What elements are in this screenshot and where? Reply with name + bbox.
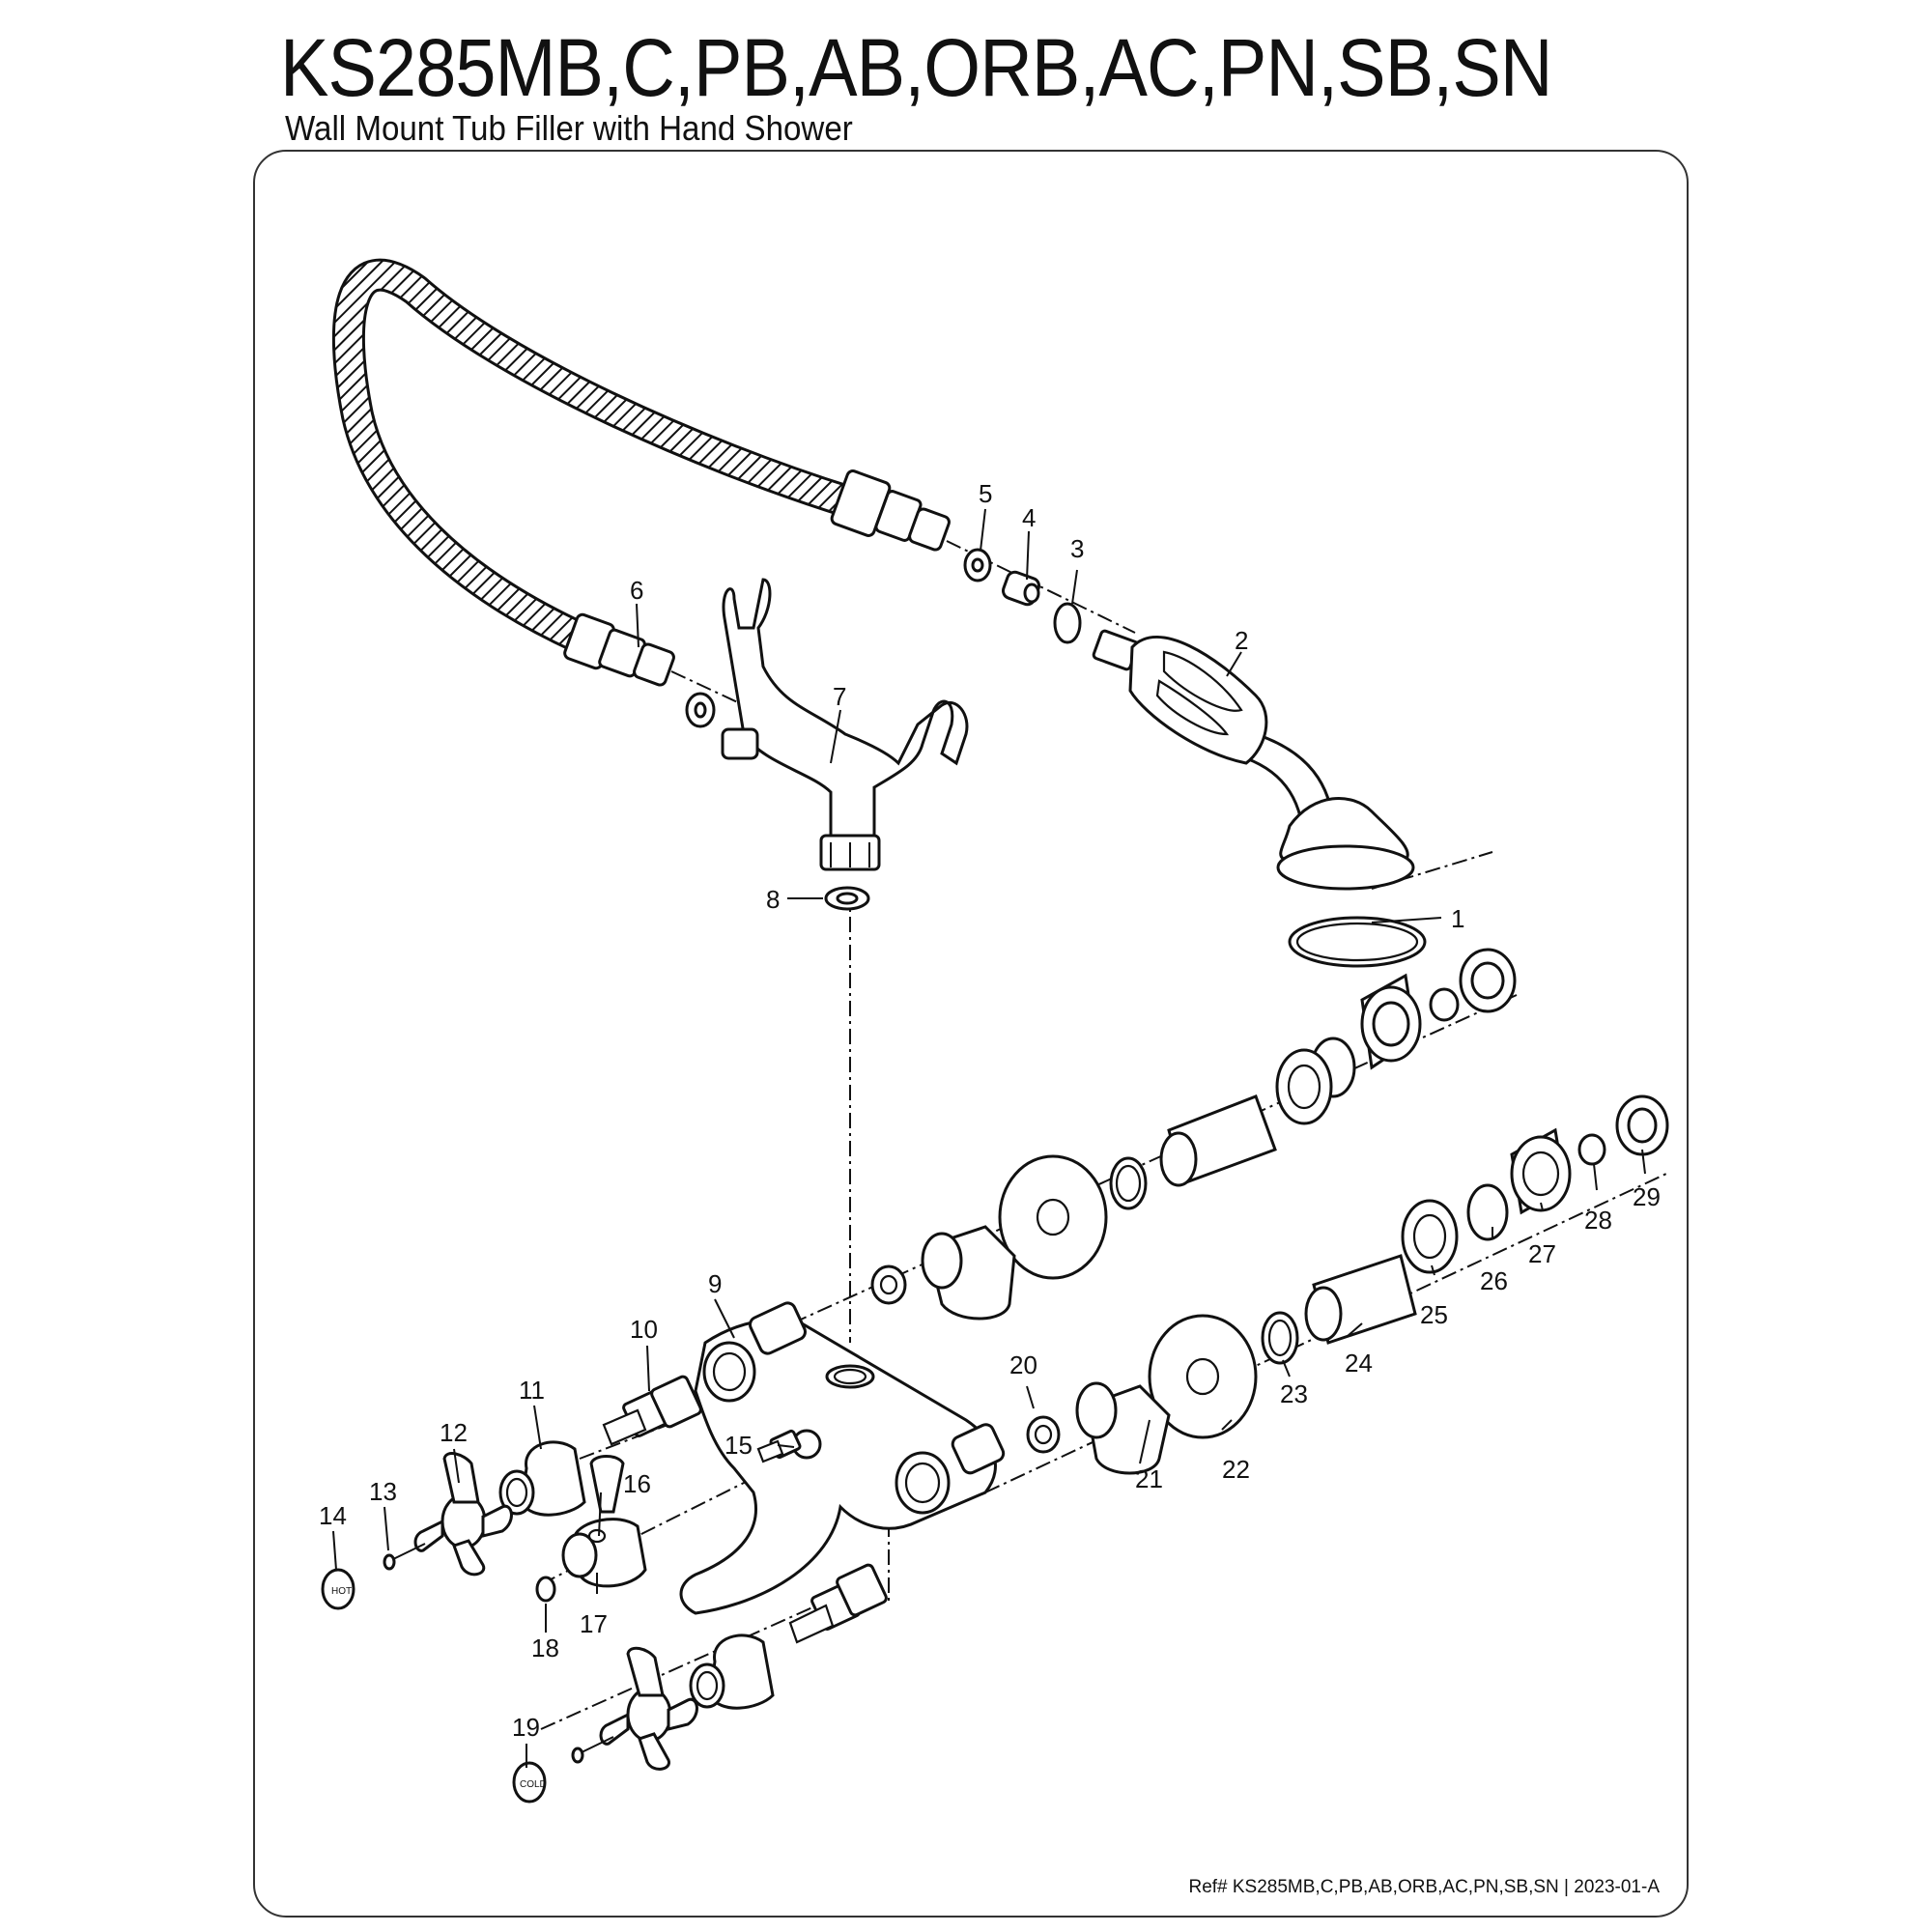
callout-29: 29 xyxy=(1633,1182,1661,1211)
callout-26: 26 xyxy=(1480,1266,1508,1295)
callout-27: 27 xyxy=(1528,1239,1556,1268)
part-7-cradle xyxy=(721,578,969,871)
part-3-o-ring xyxy=(1053,602,1082,644)
part-6-washer xyxy=(685,692,716,728)
part-16-diverter-knob xyxy=(589,1455,625,1514)
callout-24: 24 xyxy=(1345,1349,1373,1378)
callout-2: 2 xyxy=(1235,626,1248,655)
callout-5: 5 xyxy=(979,479,992,508)
part-18-diverter-cap xyxy=(535,1576,556,1603)
callout-25: 25 xyxy=(1420,1300,1448,1329)
callout-8: 8 xyxy=(766,885,780,914)
callout-13: 13 xyxy=(369,1477,397,1506)
callout-6: 6 xyxy=(630,576,643,605)
model-title: KS285MB,C,PB,AB,ORB,AC,PN,SB,SN xyxy=(280,22,1552,113)
callout-12: 12 xyxy=(440,1418,468,1447)
callout-4: 4 xyxy=(1022,503,1036,532)
callout-15: 15 xyxy=(724,1431,753,1460)
cold-cap-text: COLD xyxy=(520,1779,547,1790)
part-8-washer xyxy=(824,886,870,911)
product-subtitle: Wall Mount Tub Filler with Hand Shower xyxy=(285,108,853,148)
callout-21: 21 xyxy=(1135,1464,1163,1493)
screw-cold xyxy=(571,1736,614,1764)
cartridge-cold xyxy=(788,1563,888,1644)
callout-11: 11 xyxy=(519,1376,545,1405)
upper-supply-leg xyxy=(870,948,1517,1321)
callout-labels: 1 2 3 4 5 6 7 8 9 10 11 12 13 14 15 16 1… xyxy=(319,479,1661,1742)
callout-22: 22 xyxy=(1222,1455,1250,1484)
assembly-line-cold-handle xyxy=(540,1603,822,1730)
callout-10: 10 xyxy=(630,1315,658,1344)
reference-number: Ref# KS285MB,C,PB,AB,ORB,AC,PN,SB,SN | 2… xyxy=(1188,1877,1660,1897)
callout-1: 1 xyxy=(1451,904,1464,933)
part-17-diverter-housing xyxy=(561,1518,647,1588)
cross-handle-cold xyxy=(599,1646,698,1771)
callout-20: 20 xyxy=(1009,1350,1037,1379)
callout-18: 18 xyxy=(531,1634,559,1662)
part-10-cartridge-hot xyxy=(602,1375,702,1446)
part-4-flow-restrictor xyxy=(1001,570,1041,607)
part-2-hand-shower xyxy=(1092,629,1415,891)
part-19-cold-index-cap: COLD xyxy=(512,1761,547,1804)
part-11-sleeve-hot xyxy=(498,1440,586,1517)
callout-7: 7 xyxy=(833,682,846,711)
part-14-hot-index-cap: HOT xyxy=(321,1568,355,1610)
callout-28: 28 xyxy=(1584,1206,1612,1235)
callout-19: 19 xyxy=(512,1713,540,1742)
diagram-frame xyxy=(253,150,1689,1918)
callout-9: 9 xyxy=(708,1269,722,1298)
callout-23: 23 xyxy=(1280,1379,1308,1408)
part-12-cross-handle-hot xyxy=(413,1452,513,1577)
hose xyxy=(331,258,951,687)
part-1-gasket-inner xyxy=(1295,922,1419,962)
part-15-diverter-stem xyxy=(756,1429,802,1463)
hot-cap-text: HOT xyxy=(331,1586,352,1597)
callout-3: 3 xyxy=(1070,534,1084,563)
part-9-valve-body xyxy=(679,1301,1006,1615)
leader-lines xyxy=(332,508,1646,1768)
callout-14: 14 xyxy=(319,1501,347,1530)
lower-supply-leg xyxy=(1026,1094,1669,1475)
sleeve-cold xyxy=(689,1634,775,1710)
assembly-line-upper-leg xyxy=(791,994,1518,1324)
part-5-washer xyxy=(963,548,992,582)
part-13-screw-hot xyxy=(383,1543,426,1571)
callout-17: 17 xyxy=(580,1609,608,1638)
assembly-line-hose-bottom xyxy=(670,670,745,706)
callout-16: 16 xyxy=(623,1469,651,1498)
